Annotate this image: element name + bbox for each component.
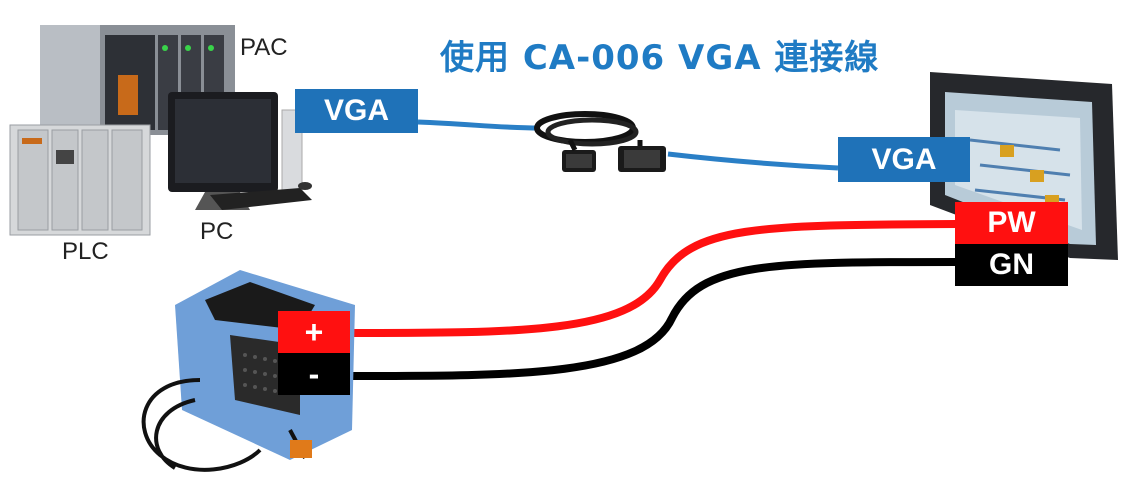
- plc-label: PLC: [62, 238, 109, 265]
- power-positive-terminal: +: [278, 311, 350, 353]
- panel-gn-terminal: GN: [955, 244, 1068, 286]
- vga-tag-left: VGA: [295, 89, 418, 133]
- power-negative-terminal: -: [278, 353, 350, 395]
- panel-pw-terminal: PW: [955, 202, 1068, 244]
- vga-cable-image: [534, 111, 666, 172]
- ground-wire: [349, 258, 956, 380]
- pac-label: PAC: [240, 34, 288, 61]
- vga-cable-left: [417, 119, 541, 131]
- pc-label: PC: [200, 218, 234, 245]
- diagram-title: 使用 CA-006 VGA 連接線: [440, 38, 880, 78]
- vga-tag-right: VGA: [838, 137, 970, 182]
- vga-cable-right: [667, 151, 839, 171]
- plc-device-image: [9, 124, 151, 236]
- power-wire: [349, 220, 961, 337]
- pc-device-image: [168, 92, 312, 210]
